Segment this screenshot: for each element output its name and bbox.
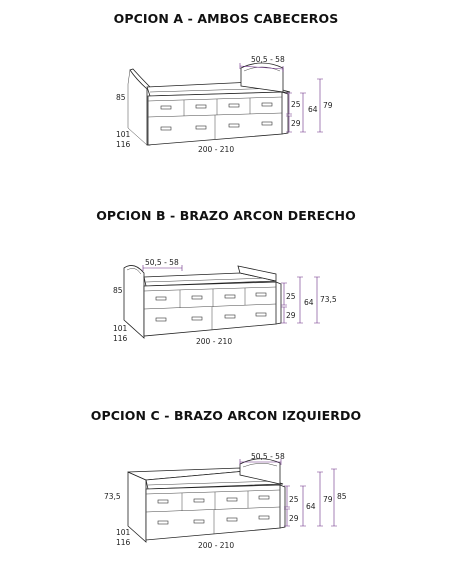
right-headboard xyxy=(239,458,281,485)
option-a-title: OPCION A - AMBOS CABECEROS xyxy=(113,11,339,26)
width-range-label: 50,5 - 58 xyxy=(251,55,285,64)
option-a: OPCION A - AMBOS CABECEROS xyxy=(0,0,452,190)
right-headboard xyxy=(240,62,284,93)
length-label: 200 - 210 xyxy=(198,541,234,550)
option-c: OPCION C - BRAZO ARCON IZQUIERDO xyxy=(0,390,452,584)
depth-label-1: 101 xyxy=(113,324,128,333)
total-height-label: 79 xyxy=(323,101,333,110)
right-height-label: 85 xyxy=(337,492,347,501)
option-b: OPCION B - BRAZO ARCON DERECHO xyxy=(0,190,452,390)
drawer-handles xyxy=(157,495,270,525)
left-height-label: 85 xyxy=(113,286,123,295)
left-storage-arm xyxy=(127,467,248,543)
drawer-bottom-label: 29 xyxy=(291,119,301,128)
width-range-label: 50,5 - 58 xyxy=(145,258,179,267)
depth-label-2: 116 xyxy=(116,538,131,547)
drawer-handles xyxy=(160,102,273,131)
left-headboard xyxy=(127,68,151,146)
body-height-label: 64 xyxy=(308,105,318,114)
left-height-label: 85 xyxy=(116,93,126,102)
width-range-label: 50,5 - 58 xyxy=(251,452,285,461)
total-height-label: 79 xyxy=(323,495,333,504)
bed-body xyxy=(143,281,282,337)
body-height-label: 64 xyxy=(304,298,314,307)
bed-body xyxy=(147,91,289,146)
option-c-bed-diagram: 50,5 - 58 73,5 25 29 64 79 85 101 116 20… xyxy=(104,452,347,550)
depth-label-2: 116 xyxy=(116,140,131,149)
depth-label-1: 101 xyxy=(116,130,131,139)
dimension-lines xyxy=(142,265,320,324)
drawer-bottom-label: 29 xyxy=(289,514,299,523)
option-b-bed-diagram: 50,5 - 58 85 25 29 64 73,5 101 116 200 -… xyxy=(113,258,337,346)
drawer-handles xyxy=(155,292,267,322)
depth-label-1: 101 xyxy=(116,528,131,537)
option-c-title: OPCION C - BRAZO ARCON IZQUIERDO xyxy=(90,408,362,423)
length-label: 200 - 210 xyxy=(196,337,232,346)
right-storage-arm xyxy=(237,265,277,282)
body-height-label: 64 xyxy=(306,502,316,511)
drawer-bottom-label: 29 xyxy=(286,311,296,320)
dimension-lines xyxy=(239,459,337,527)
dimension-lines xyxy=(239,63,323,133)
option-a-bed-diagram: 50,5 - 58 85 25 29 64 79 101 116 200 - 2… xyxy=(116,55,333,154)
length-label: 200 - 210 xyxy=(198,145,234,154)
option-b-title: OPCION B - BRAZO ARCON DERECHO xyxy=(96,208,356,223)
depth-label-2: 116 xyxy=(113,334,128,343)
bed-body xyxy=(145,484,286,541)
left-height-label: 73,5 xyxy=(104,492,121,501)
drawer-top-label: 25 xyxy=(289,495,299,504)
total-height-label: 73,5 xyxy=(320,295,337,304)
drawer-top-label: 25 xyxy=(291,100,301,109)
drawer-top-label: 25 xyxy=(286,292,296,301)
